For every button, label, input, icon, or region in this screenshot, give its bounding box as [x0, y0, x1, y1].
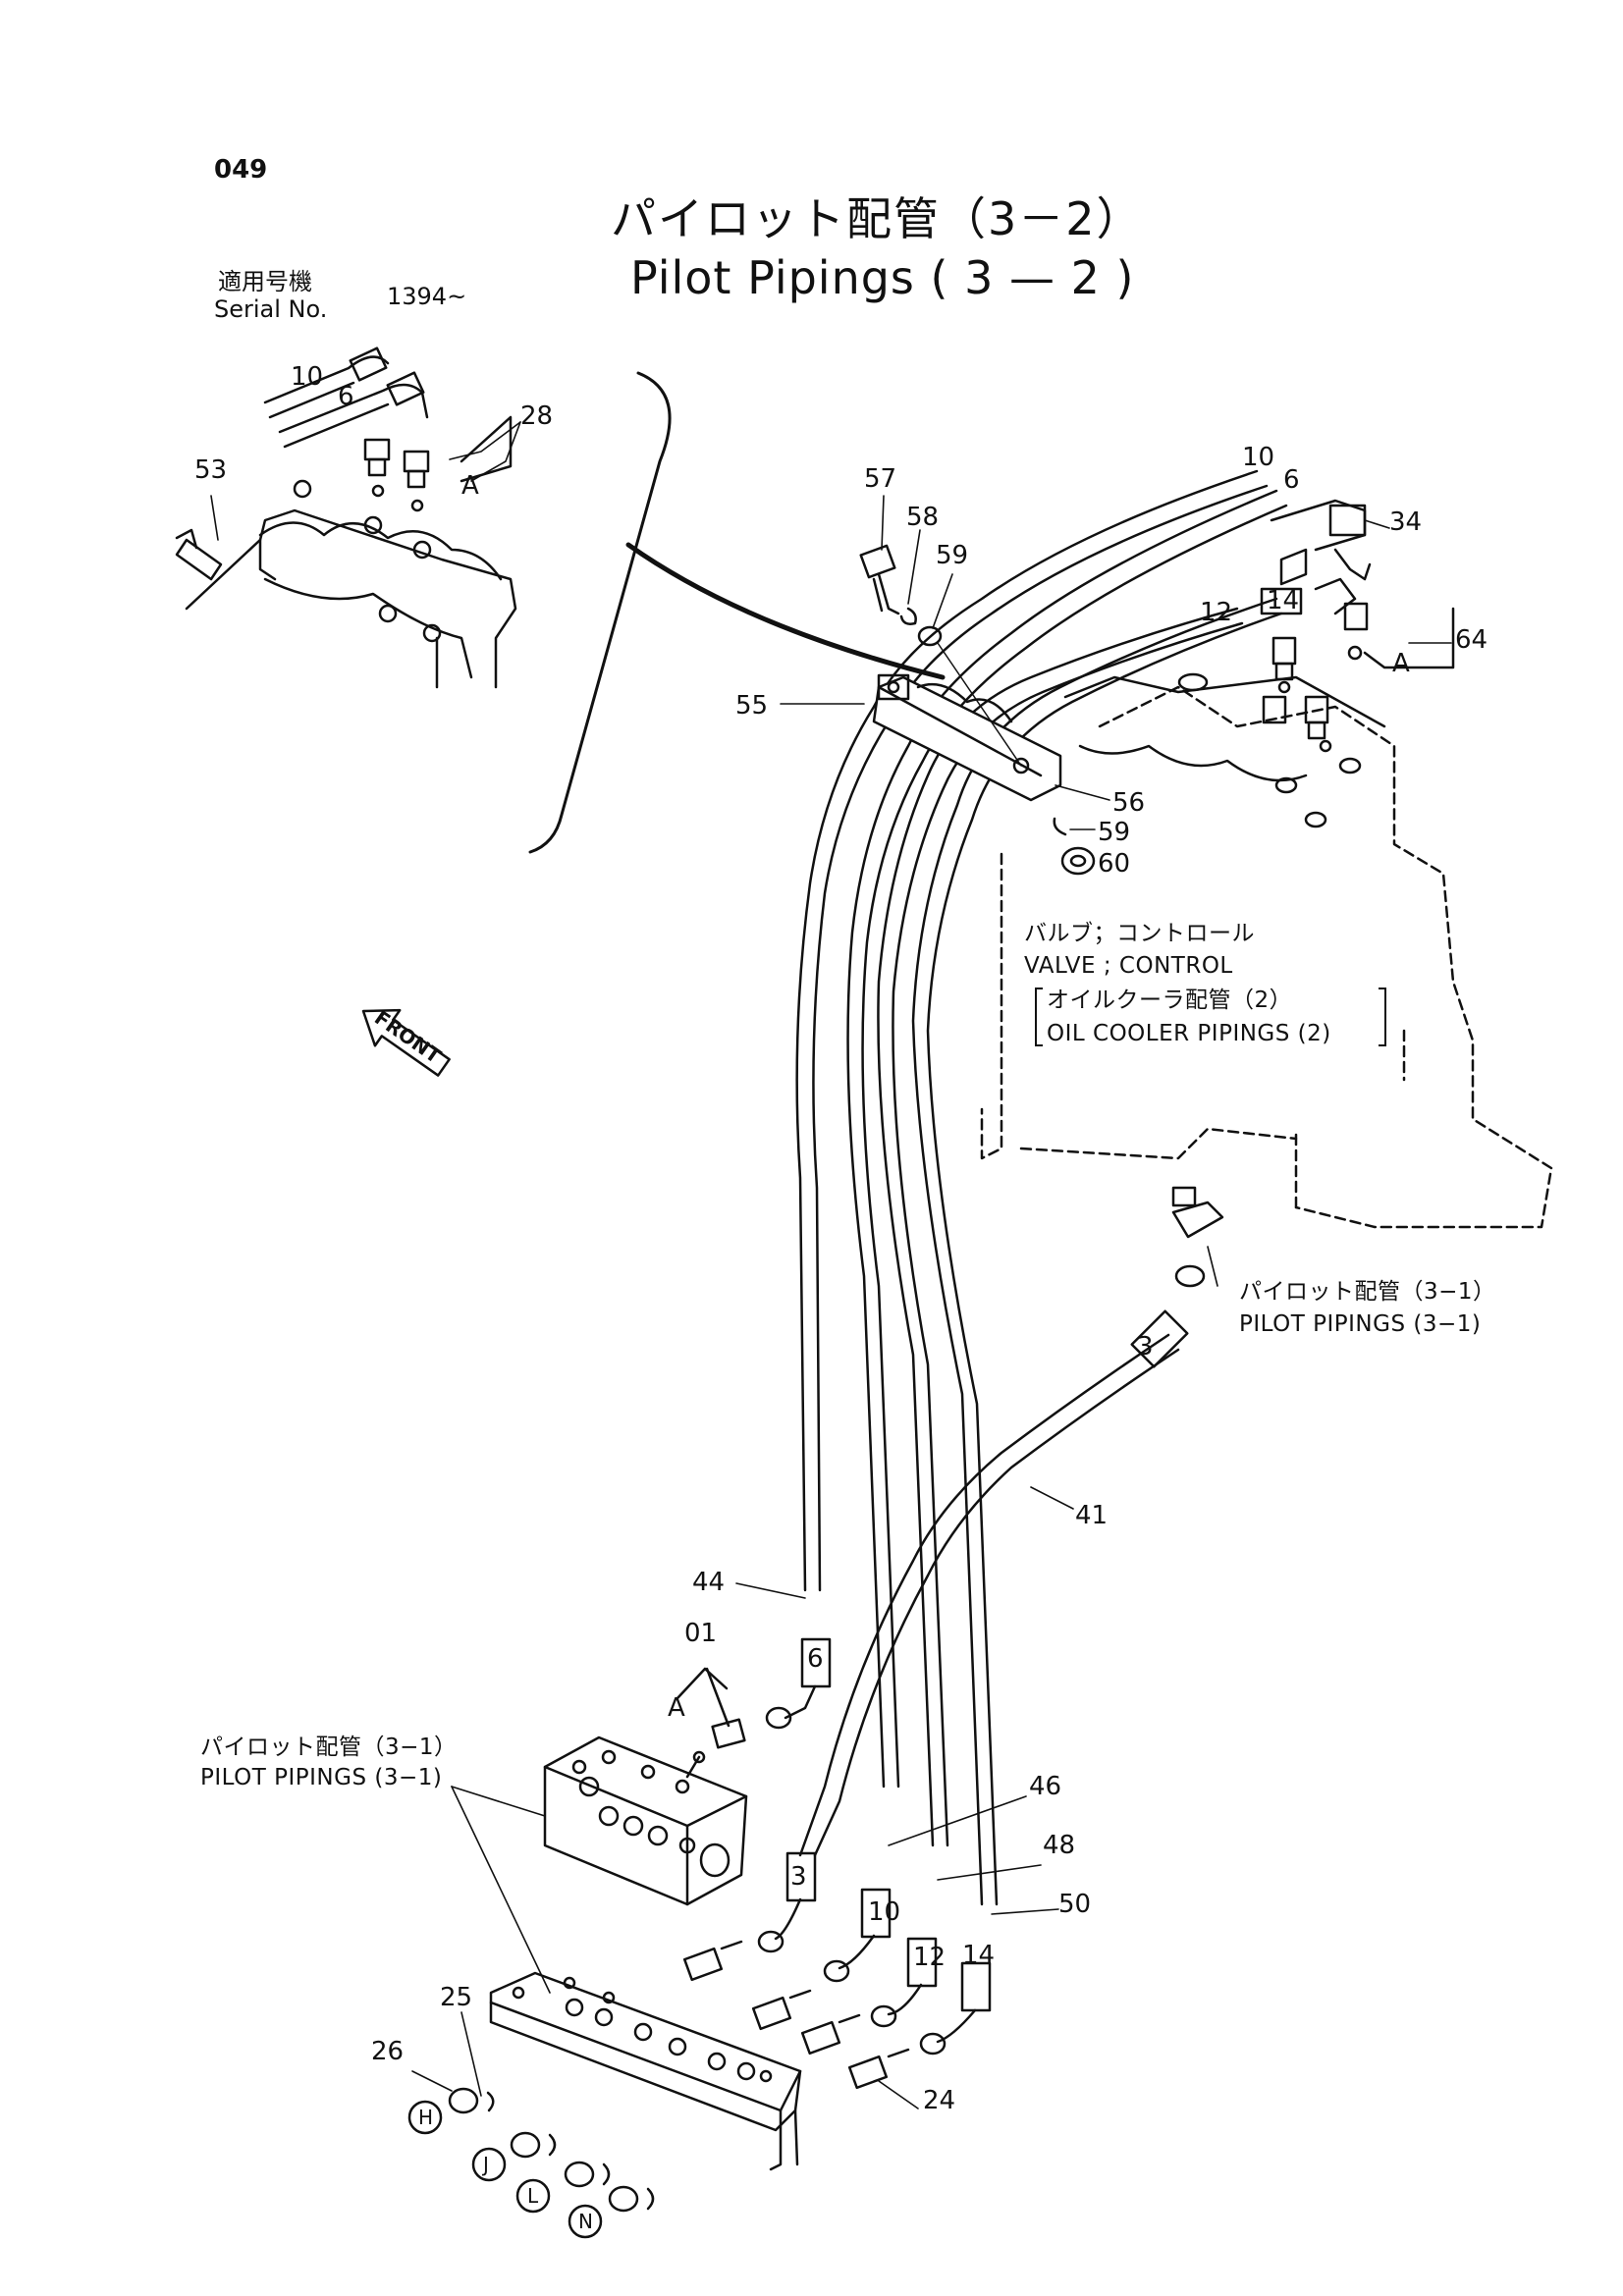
callout-6-main: 6	[1283, 465, 1300, 495]
front-arrow	[361, 1008, 451, 1077]
inset-leader	[625, 542, 946, 680]
callout-10-main: 10	[1242, 443, 1274, 472]
washer-59-top	[917, 625, 943, 647]
hose-end-12	[906, 1937, 938, 1988]
callout-A-block: A	[668, 1693, 685, 1723]
bolt-57	[859, 544, 900, 615]
callout-12-main: 12	[1200, 598, 1232, 627]
callout-25: 25	[440, 1983, 472, 2012]
inset-detail	[175, 347, 946, 854]
callout-01: 01	[684, 1619, 717, 1648]
letter-J: J	[481, 2153, 489, 2176]
inset-connector-28a	[363, 438, 391, 461]
note-oilcooler-english: OIL COOLER PIPINGS (2)	[1047, 1021, 1331, 1046]
hose-bundle[interactable]	[757, 469, 1288, 2056]
inset-port-2	[363, 515, 383, 535]
callout-10-end: 10	[868, 1897, 900, 1927]
control-valve-top	[1063, 499, 1455, 828]
mounting-plate	[489, 1971, 802, 2171]
callout-59-top: 59	[936, 541, 968, 570]
callout-A-inset: A	[461, 471, 479, 501]
serial-label-japanese: 適用号機	[218, 268, 312, 295]
callout-41: 41	[1075, 1501, 1108, 1530]
leader-lines	[210, 421, 1452, 2109]
elbow-34	[1270, 499, 1367, 552]
callout-53: 53	[194, 455, 227, 485]
callout-24: 24	[923, 2086, 955, 2115]
callout-14-end: 14	[962, 1941, 995, 1970]
note-valve-english: VALVE ; CONTROL	[1024, 953, 1233, 979]
stud-connectors-24	[682, 1940, 910, 2090]
callout-59-bottom: 59	[1098, 818, 1130, 847]
hose-end-3	[785, 1851, 817, 1902]
note-pilot31-left-japanese: パイロット配管（3−1）	[200, 1735, 458, 1760]
callout-34: 34	[1389, 507, 1422, 537]
serial-label-english: Serial No.	[214, 295, 328, 323]
pilot-block	[543, 1735, 748, 1906]
callout-58: 58	[906, 503, 939, 532]
inset-port-5	[422, 623, 442, 643]
inset-port-3	[412, 540, 432, 560]
callout-57: 57	[864, 464, 896, 494]
callout-12-end: 12	[913, 1943, 946, 1972]
callout-6-inset: 6	[338, 382, 354, 411]
callout-56: 56	[1112, 788, 1145, 818]
inset-port-4	[378, 604, 398, 623]
callout-46: 46	[1029, 1772, 1061, 1801]
callout-14-main: 14	[1267, 586, 1299, 615]
callout-48: 48	[1043, 1831, 1075, 1860]
letter-L: L	[527, 2184, 539, 2208]
callout-44: 44	[692, 1568, 725, 1597]
inset-connector-28b	[403, 450, 430, 473]
inset-port-1	[293, 479, 312, 499]
hose-end-10	[860, 1888, 892, 1939]
inset-plug-53	[175, 538, 223, 581]
callout-A-main: A	[1392, 649, 1410, 678]
callout-numbers: 10 6 28 A 53 57 58 59 55 56 59 60 10 6 3…	[194, 362, 1488, 2233]
callout-3-top: 3	[1137, 1332, 1154, 1362]
letter-N: N	[578, 2210, 593, 2233]
letter-circles	[407, 2100, 603, 2239]
letter-H: H	[418, 2106, 433, 2129]
callout-64: 64	[1455, 625, 1488, 655]
note-oilcooler-japanese: オイルクーラ配管（2）	[1047, 988, 1293, 1013]
washer-58	[899, 607, 917, 625]
bolt-leader	[937, 642, 1022, 767]
hose-end-14	[960, 1961, 992, 2012]
inset-hose-10	[263, 355, 390, 404]
oil-cooler-note-brackets	[1035, 988, 1386, 1046]
nuts-25-26	[448, 2087, 655, 2213]
note-pilot31-right-japanese: パイロット配管（3−1）	[1239, 1279, 1496, 1305]
callout-55: 55	[735, 691, 768, 721]
connector-01	[676, 1667, 746, 1779]
note-pilot31-left-english: PILOT PIPINGS (3−1)	[200, 1765, 443, 1790]
callout-50: 50	[1058, 1890, 1091, 1919]
callout-60: 60	[1098, 849, 1130, 879]
title-english: Pilot Pipings ( 3 — 2 )	[630, 251, 1135, 304]
callout-28: 28	[520, 401, 553, 431]
callout-3-end: 3	[790, 1862, 807, 1892]
connector-64a	[1271, 636, 1297, 666]
inset-bracket	[528, 371, 672, 854]
serial-number-value: 1394~	[387, 283, 467, 310]
washer-59-bottom	[1053, 817, 1067, 836]
note-pilot31-right-english: PILOT PIPINGS (3−1)	[1239, 1311, 1482, 1337]
note-valve-japanese: バルブ；コントロール	[1024, 921, 1255, 946]
callout-26: 26	[371, 2037, 404, 2066]
hose-41[interactable]	[798, 1333, 1170, 1857]
control-valve-outline	[980, 685, 1553, 1229]
callout-10-inset: 10	[291, 362, 323, 392]
callout-6-end: 6	[807, 1644, 824, 1674]
clamp-55	[872, 673, 1062, 802]
title-japanese: パイロット配管（3－2）	[611, 192, 1144, 245]
page-number: 049	[214, 155, 268, 185]
nut-60	[1060, 846, 1096, 876]
